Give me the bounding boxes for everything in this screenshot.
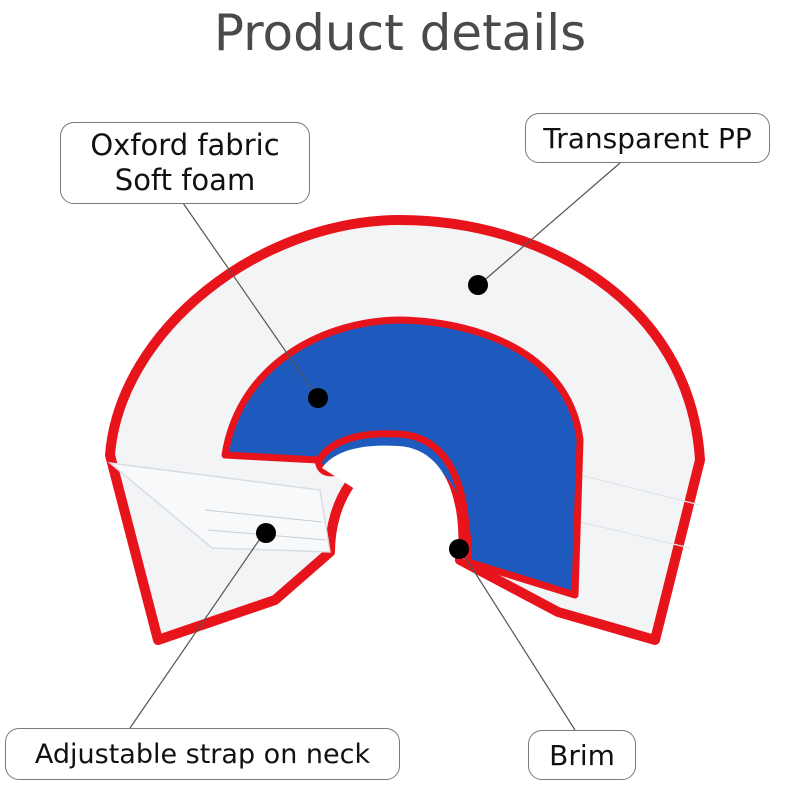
callout-brim: Brim	[528, 730, 636, 780]
callout-brim-label: Brim	[549, 738, 615, 772]
leader-line-pp	[479, 162, 621, 285]
callout-strap-label: Adjustable strap on neck	[34, 738, 371, 770]
leader-line-brim	[459, 548, 576, 731]
page-title: Product details	[213, 4, 587, 62]
callout-pp-label: Transparent PP	[543, 121, 752, 155]
marker-strap	[256, 523, 276, 543]
marker-pp	[468, 275, 488, 295]
neck-opening	[314, 430, 470, 561]
callout-oxford-line1: Oxford fabric	[90, 128, 280, 162]
marker-oxford	[308, 388, 328, 408]
leader-line-strap	[129, 532, 265, 729]
leader-line-oxford	[182, 202, 319, 399]
marker-brim	[449, 539, 469, 559]
callout-oxford-line2: Soft foam	[114, 163, 256, 197]
callout-oxford-fabric: Oxford fabric Soft foam	[60, 122, 310, 204]
callout-adjustable-strap: Adjustable strap on neck	[5, 728, 400, 780]
callout-transparent-pp: Transparent PP	[525, 113, 770, 163]
